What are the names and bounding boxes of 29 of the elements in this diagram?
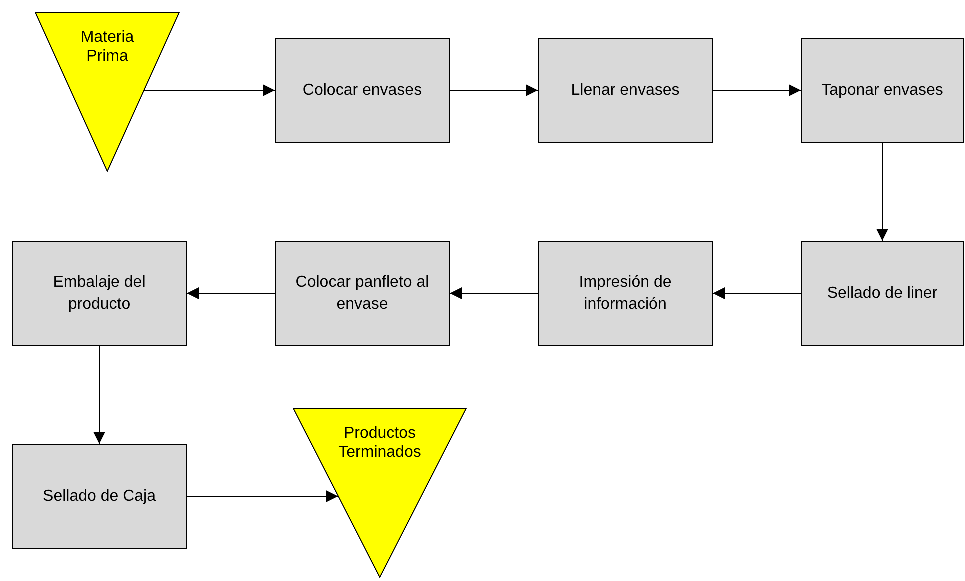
inventory-triangle <box>293 408 467 578</box>
process-box <box>275 38 450 143</box>
node-text: Colocar envases <box>302 80 422 100</box>
node-text: Impresión de información <box>578 272 673 314</box>
node-text: Sellado de Caja <box>43 486 156 506</box>
process-box <box>12 241 187 346</box>
arrow <box>450 84 538 96</box>
arrow <box>712 84 802 96</box>
node-text: Productos Terminados <box>338 424 422 462</box>
process-box <box>801 241 964 346</box>
arrow <box>450 288 538 300</box>
inventory-triangle <box>35 12 180 172</box>
node-text: Materia Prima <box>80 28 136 66</box>
node-text: Colocar panfleto al envase <box>294 272 430 314</box>
arrow <box>712 288 802 300</box>
process-box <box>275 241 450 346</box>
arrow <box>186 288 276 300</box>
node-text: Sellado de liner <box>827 284 938 304</box>
node-text: Embalaje del producto <box>52 272 147 314</box>
node-text: Llenar envases <box>571 80 680 100</box>
node-text: Taponar envases <box>822 80 944 100</box>
process-box <box>538 38 713 143</box>
arrow <box>186 490 339 502</box>
process-box <box>538 241 713 346</box>
arrow <box>876 142 888 242</box>
process-box <box>12 444 187 549</box>
arrow <box>144 84 276 96</box>
arrow <box>94 346 106 444</box>
process-box <box>801 38 964 143</box>
